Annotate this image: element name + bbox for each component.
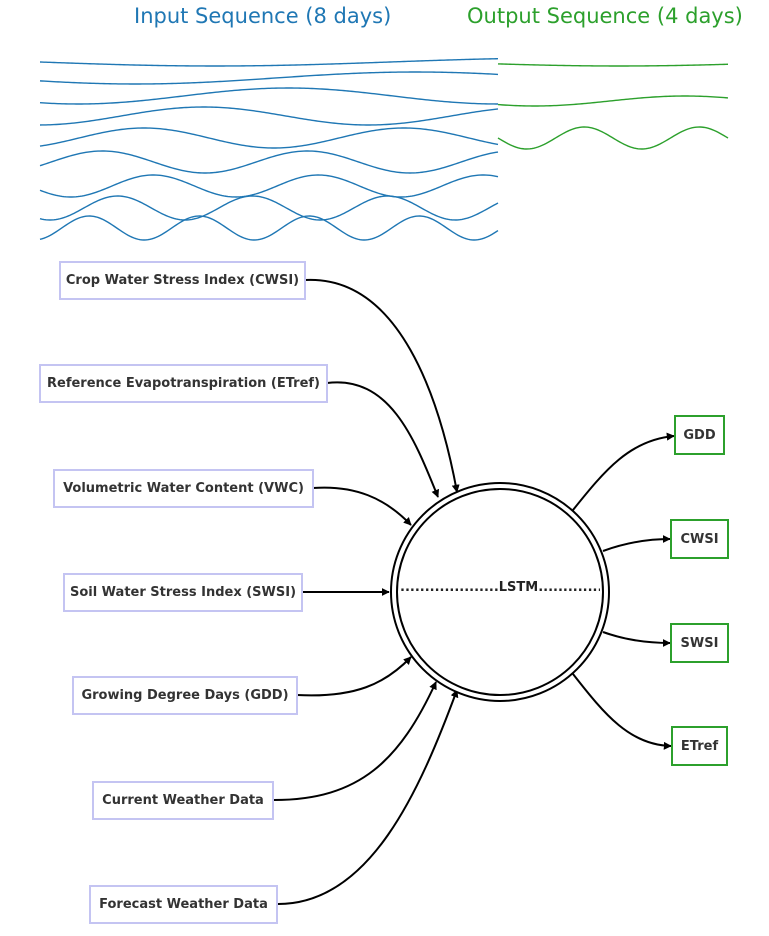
input-wave-4	[39, 106, 499, 126]
arrow-etref-to-lstm	[326, 381, 440, 498]
output-wave-2	[497, 95, 729, 107]
input-wave-2	[39, 71, 499, 85]
input-cwsi-box: Crop Water Stress Index (CWSI)	[59, 261, 306, 300]
input-wave-3	[39, 87, 498, 105]
input-wave-5	[39, 127, 499, 149]
input-current-weather-box: Current Weather Data	[92, 781, 274, 820]
arrow-lstm-to-swsi	[602, 631, 671, 647]
output-gdd-box: GDD	[674, 415, 725, 455]
output-etref-box: ETref	[671, 726, 728, 766]
lstm-label: ....................LSTM................…	[400, 580, 600, 595]
output-sequence-title: Output Sequence (4 days)	[467, 4, 743, 28]
output-cwsi-box: CWSI	[670, 519, 729, 559]
input-waves	[39, 58, 499, 241]
input-vwc-box: Volumetric Water Content (VWC)	[53, 469, 314, 508]
output-wave-1	[497, 63, 729, 67]
input-wave-1	[39, 58, 499, 67]
arrow-current-weather-to-lstm	[273, 681, 437, 801]
output-swsi-box: SWSI	[670, 623, 729, 663]
arrow-lstm-to-etref	[572, 673, 672, 750]
input-swsi-box: Soil Water Stress Index (SWSI)	[63, 573, 303, 612]
input-wave-6	[39, 150, 499, 174]
output-waves	[497, 63, 729, 150]
arrow-cwsi-to-lstm	[304, 278, 460, 493]
output-wave-3	[497, 126, 729, 150]
input-sequence-title: Input Sequence (8 days)	[134, 4, 392, 28]
input-etref-box: Reference Evapotranspiration (ETref)	[39, 364, 328, 403]
lstm-node-inner	[396, 488, 604, 696]
arrow-lstm-to-gdd	[572, 432, 675, 511]
arrow-forecast-weather-to-lstm	[276, 689, 459, 906]
input-wave-8	[39, 195, 499, 221]
input-forecast-weather-box: Forecast Weather Data	[89, 885, 278, 924]
arrow-vwc-to-lstm	[312, 486, 412, 526]
input-gdd-box: Growing Degree Days (GDD)	[72, 676, 298, 715]
arrow-gdd-to-lstm	[296, 656, 412, 697]
arrow-lstm-to-cwsi	[602, 535, 671, 552]
input-wave-9	[39, 215, 499, 241]
input-wave-7	[39, 174, 499, 198]
